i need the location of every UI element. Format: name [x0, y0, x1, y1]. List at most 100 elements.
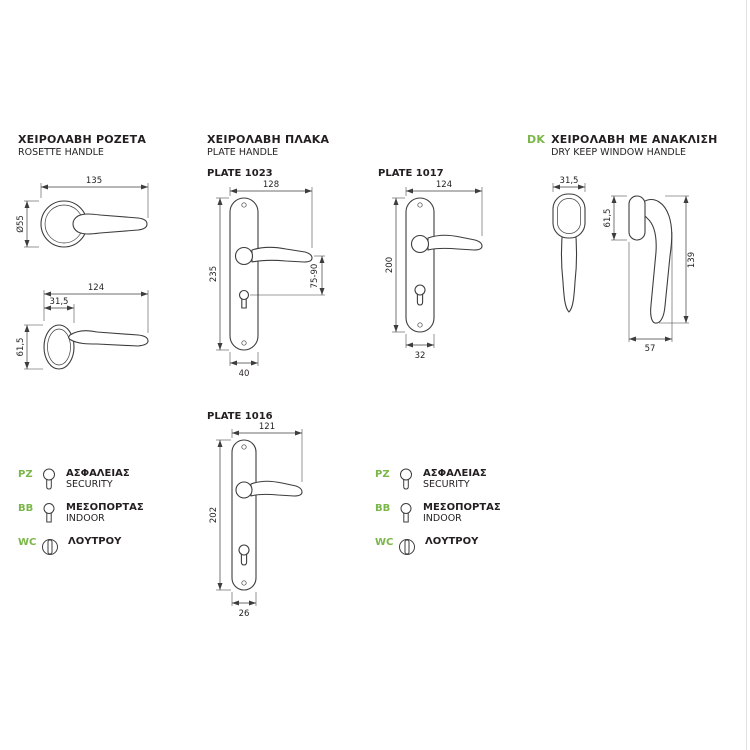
- pz-label-gr: ΑΣΦΑΛΕΙΑΣ: [423, 468, 487, 479]
- dimension-centre-distance: 75-90: [250, 255, 325, 296]
- dk-header: DK ΧΕΙΡΟΛΑΒΗ ΜΕ ΑΝΑΚΛΙΣΗ DRY KEEP WINDOW…: [527, 133, 718, 158]
- bb-label-en: INDOOR: [66, 513, 105, 524]
- pz-label-gr: ΑΣΦΑΛΕΙΑΣ: [66, 468, 130, 479]
- bb-label-en: INDOOR: [423, 513, 462, 524]
- dimension-total-height: 139: [659, 195, 697, 324]
- plate-1016-drawing: 121 202 26: [209, 422, 303, 619]
- lever: [251, 246, 313, 263]
- plate-1016-name: PLATE 1016: [207, 411, 273, 422]
- dim-centre-distance-label: 75-90: [310, 264, 320, 289]
- plate-1023-drawing: 128 235 75-90 40: [209, 180, 325, 379]
- dimension-width: 124: [405, 180, 483, 236]
- rose-oval-inner: [47, 328, 71, 366]
- dimension-height: 235: [209, 197, 229, 351]
- dim-height-label: 235: [209, 266, 219, 282]
- bb-label-gr: ΜΕΣΟΠΟΡΤΑΣ: [423, 502, 501, 513]
- bb-code-label: BB: [18, 503, 34, 514]
- screw-hole-top: [417, 202, 423, 208]
- handle-hub: [234, 246, 254, 266]
- page-right-border: [746, 0, 747, 750]
- dim-base-height-label: 61,5: [603, 209, 613, 228]
- rosette-side-view-drawing: 124 31,5 61,5: [16, 283, 149, 370]
- pz-code-label: PZ: [18, 469, 33, 480]
- dk-code-label: DK: [527, 133, 546, 146]
- plate-header: ΧΕΙΡΟΛΑΒΗ ΠΛΑΚΑ PLATE HANDLE: [207, 133, 329, 158]
- dim-plate-width-label: 32: [415, 351, 426, 361]
- bb-labels: ΜΕΣΟΠΟΡΤΑΣ INDOOR: [66, 502, 144, 524]
- rose-oval-outer: [43, 324, 75, 370]
- bb-keyhole-icon: [43, 503, 55, 523]
- plate-body: [229, 197, 259, 351]
- screw-hole-bottom: [241, 340, 247, 346]
- grip-front: [560, 225, 578, 313]
- lever-side-view: [68, 330, 149, 347]
- legend-item-pz: PZ ΑΣΦΑΛΕΙΑΣ SECURITY: [18, 468, 188, 491]
- wc-code-label: WC: [18, 537, 37, 548]
- dimension-height: 202: [209, 439, 231, 591]
- dim-width-label: 121: [259, 422, 275, 432]
- bb-code-label: BB: [375, 503, 391, 514]
- pz-label-en: SECURITY: [423, 479, 470, 490]
- dim-height-label: 200: [385, 257, 395, 273]
- plate-body: [231, 439, 257, 591]
- dim-depth-label: 57: [645, 344, 656, 354]
- legend-item-bb: BB ΜΕΣΟΠΟΡΤΑΣ INDOOR: [18, 502, 188, 525]
- dimension-width: 121: [231, 422, 303, 482]
- rosette-title-gr: ΧΕΙΡΟΛΑΒΗ ΡΟΖΕΤΑ: [18, 133, 147, 146]
- wc-labels: ΛΟΥΤΡΟΥ: [68, 536, 121, 547]
- dimension-base-width: 31,5: [552, 176, 586, 192]
- dimension-width: 128: [229, 180, 313, 248]
- dim-plate-width-label: 26: [239, 609, 250, 619]
- dimension-height: 200: [385, 197, 405, 333]
- legend-item-pz: PZ ΑΣΦΑΛΕΙΑΣ SECURITY: [375, 468, 545, 491]
- wc-code-label: WC: [375, 537, 394, 548]
- pz-label-en: SECURITY: [66, 479, 113, 490]
- lever: [427, 234, 483, 251]
- pz-code-label: PZ: [375, 469, 390, 480]
- dk-title-gr: ΧΕΙΡΟΛΑΒΗ ΜΕ ΑΝΑΚΛΙΣΗ: [551, 133, 718, 146]
- dim-plate-width-label: 40: [239, 369, 250, 379]
- dim-length-label: 135: [86, 176, 102, 186]
- dk-front-view-drawing: 31,5: [552, 176, 586, 313]
- dimension-depth: 57: [628, 232, 673, 354]
- dim-length-label: 124: [88, 283, 104, 293]
- dim-total-height-label: 139: [687, 252, 697, 268]
- lever: [250, 480, 303, 497]
- handle-hub: [235, 481, 253, 499]
- dimension-diameter: Ø55: [15, 200, 39, 248]
- plate-title-gr: ΧΕΙΡΟΛΑΒΗ ΠΛΑΚΑ: [207, 133, 330, 146]
- screw-hole-top: [241, 444, 247, 450]
- rosette-title-en: ROSETTE HANDLE: [18, 147, 104, 158]
- lever-top-view: [72, 213, 148, 235]
- wc-labels: ΛΟΥΤΡΟΥ: [425, 536, 478, 547]
- dimension-plate-width: 32: [405, 334, 435, 361]
- plate-body: [405, 197, 435, 333]
- euro-cylinder-icon: [400, 468, 412, 490]
- legend-item-bb: BB ΜΕΣΟΠΟΡΤΑΣ INDOOR: [375, 502, 545, 525]
- bb-label-gr: ΜΕΣΟΠΟΡΤΑΣ: [66, 502, 144, 513]
- dimension-plate-width: 26: [231, 592, 257, 619]
- wc-label-gr: ΛΟΥΤΡΟΥ: [68, 536, 122, 547]
- pz-labels: ΑΣΦΑΛΕΙΑΣ SECURITY: [423, 468, 487, 490]
- legend-left: PZ ΑΣΦΑΛΕΙΑΣ SECURITY BB ΜΕΣΟΠΟΡΤΑΣ INDO…: [18, 468, 188, 570]
- dim-base-width-label: 31,5: [560, 176, 579, 186]
- handle-hub: [410, 234, 430, 254]
- dimension-base-height: 61,5: [603, 195, 627, 241]
- base-plate-inner: [557, 198, 581, 234]
- legend-item-wc: WC ΛΟΥΤΡΟΥ: [18, 536, 188, 559]
- rosette-top-view-drawing: 135 Ø55: [15, 176, 149, 248]
- screw-hole-bottom: [241, 580, 247, 586]
- spindle-base: [628, 195, 646, 241]
- screw-hole-bottom: [417, 322, 423, 328]
- wc-thumbturn-icon: [399, 539, 415, 555]
- plate-1023-name: PLATE 1023: [207, 168, 273, 179]
- plate-1017-drawing: 124 200 32: [385, 180, 483, 361]
- dimension-rose-height: 61,5: [16, 324, 43, 370]
- dimension-length: 135: [40, 176, 149, 218]
- pz-labels: ΑΣΦΑΛΕΙΑΣ SECURITY: [66, 468, 130, 490]
- wc-thumbturn-icon: [42, 539, 58, 555]
- dim-rose-height-label: 61,5: [16, 338, 26, 357]
- legend-item-wc: WC ΛΟΥΤΡΟΥ: [375, 536, 545, 559]
- plate-title-en: PLATE HANDLE: [207, 147, 279, 158]
- dimension-rose-width: 31,5: [44, 297, 75, 323]
